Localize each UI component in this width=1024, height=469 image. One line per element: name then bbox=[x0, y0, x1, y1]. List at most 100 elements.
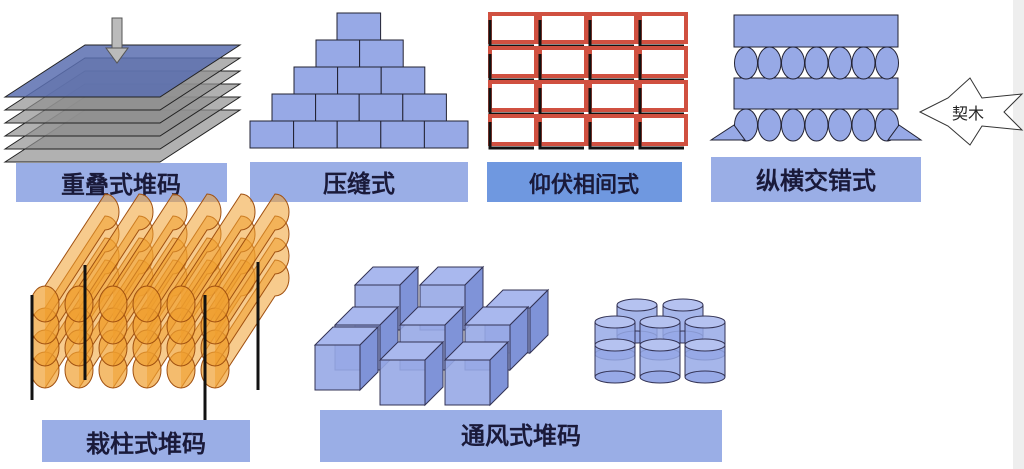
log bbox=[757, 46, 782, 80]
log bbox=[44, 193, 120, 323]
brick bbox=[638, 12, 688, 44]
brick bbox=[315, 93, 360, 122]
log-end bbox=[64, 285, 94, 323]
cylinder-top bbox=[684, 338, 726, 352]
cylinder-top bbox=[616, 298, 658, 312]
brick-edge bbox=[638, 122, 684, 150]
brick bbox=[359, 39, 404, 68]
log bbox=[781, 108, 805, 142]
brick bbox=[488, 46, 538, 78]
wedge-right bbox=[887, 124, 923, 141]
cube-front bbox=[444, 359, 491, 406]
brick bbox=[538, 46, 588, 78]
ventilated-cylinders-figure bbox=[594, 298, 726, 384]
right-edge-strip bbox=[1013, 0, 1024, 469]
brick bbox=[588, 12, 638, 44]
plate bbox=[3, 44, 242, 98]
brick bbox=[358, 93, 404, 122]
brick bbox=[337, 66, 382, 95]
log-end bbox=[30, 285, 60, 323]
crisscross-figure bbox=[709, 14, 923, 142]
log bbox=[828, 108, 852, 142]
post-stacking-logs-figure bbox=[30, 193, 290, 425]
label-box-stacked bbox=[16, 163, 227, 202]
plank bbox=[733, 77, 899, 110]
log bbox=[781, 46, 805, 80]
log bbox=[78, 193, 154, 323]
brick bbox=[538, 80, 588, 112]
log bbox=[757, 108, 782, 142]
brick bbox=[423, 120, 469, 149]
log bbox=[851, 108, 876, 142]
log-end bbox=[166, 285, 196, 323]
wedge-left bbox=[709, 124, 746, 141]
label-box-post bbox=[42, 420, 250, 462]
label-crisscross: 纵横交错式 bbox=[756, 167, 876, 195]
label-box-staggered-joint bbox=[250, 162, 468, 202]
cylinder-top bbox=[639, 315, 681, 329]
alternating-bricks-figure bbox=[488, 12, 688, 150]
log bbox=[734, 46, 758, 80]
brick bbox=[249, 120, 295, 149]
brick-edge bbox=[488, 122, 534, 150]
cube-front bbox=[379, 359, 426, 406]
cylinder-top bbox=[662, 298, 704, 312]
cylinder-top bbox=[594, 315, 636, 329]
brick bbox=[638, 114, 688, 146]
cube-front bbox=[314, 344, 361, 391]
brick bbox=[336, 12, 382, 41]
brick bbox=[588, 114, 638, 146]
brick bbox=[336, 120, 382, 149]
label-post: 栽柱式堆码 bbox=[86, 430, 206, 458]
cylinder-top bbox=[684, 315, 726, 329]
log bbox=[180, 193, 256, 323]
log-end bbox=[98, 285, 128, 323]
brick bbox=[402, 93, 447, 122]
label-box-ventilated bbox=[320, 410, 722, 462]
log bbox=[875, 46, 899, 80]
label-box-crisscross bbox=[711, 157, 921, 202]
cylinder-bottom bbox=[594, 370, 636, 384]
brick bbox=[271, 93, 317, 122]
label-box-alternating bbox=[487, 162, 682, 202]
label-ventilated: 通风式堆码 bbox=[461, 422, 581, 450]
log bbox=[112, 193, 188, 323]
brick bbox=[538, 114, 588, 146]
staggered-joint-pyramid-figure bbox=[249, 12, 469, 149]
brick bbox=[488, 12, 538, 44]
press-arrow-icon bbox=[105, 17, 129, 64]
brick bbox=[488, 114, 538, 146]
label-wedge: 契木 bbox=[952, 104, 984, 123]
brick bbox=[315, 39, 361, 68]
brick-edge bbox=[588, 122, 634, 150]
brick bbox=[588, 46, 638, 78]
log bbox=[851, 46, 876, 80]
cylinder-bottom bbox=[684, 370, 726, 384]
brick bbox=[380, 120, 425, 149]
log bbox=[828, 46, 852, 80]
stacked-plates-figure bbox=[3, 44, 242, 163]
log-end bbox=[200, 285, 230, 323]
brick bbox=[488, 80, 538, 112]
brick bbox=[538, 12, 588, 44]
brick bbox=[293, 66, 339, 95]
log bbox=[146, 193, 222, 323]
label-stacked: 重叠式堆码 bbox=[61, 171, 181, 199]
brick bbox=[380, 66, 426, 95]
log bbox=[804, 108, 829, 142]
wedge-star-shape: 契木 bbox=[918, 77, 1024, 146]
log bbox=[214, 193, 290, 323]
label-staggered-joint: 压缝式 bbox=[323, 170, 395, 198]
label-alternating: 仰伏相间式 bbox=[529, 172, 639, 198]
cylinder-bottom bbox=[639, 370, 681, 384]
cylinder-top bbox=[639, 338, 681, 352]
cylinder-top bbox=[594, 338, 636, 352]
brick bbox=[638, 80, 688, 112]
brick bbox=[638, 46, 688, 78]
brick bbox=[588, 80, 638, 112]
plank bbox=[733, 14, 899, 48]
log-end bbox=[132, 285, 162, 323]
brick-edge bbox=[538, 122, 584, 150]
brick bbox=[293, 120, 338, 149]
